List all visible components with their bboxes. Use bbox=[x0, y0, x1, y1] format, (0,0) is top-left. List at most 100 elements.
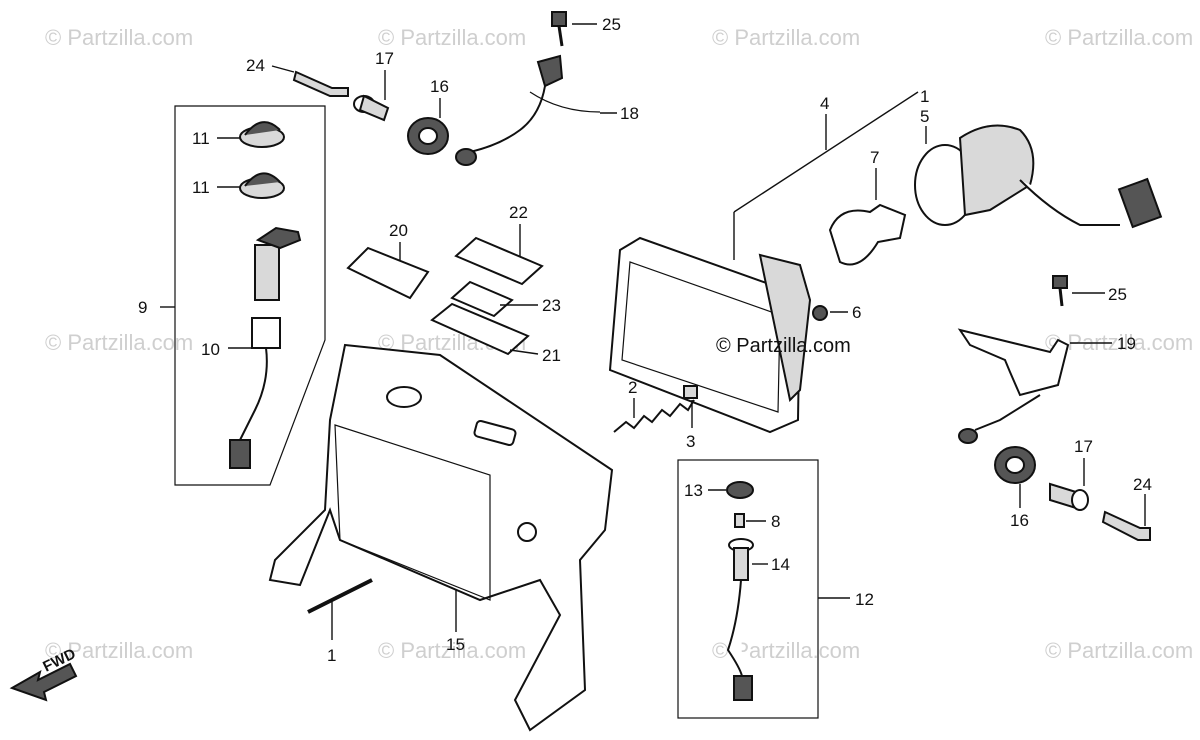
knob-11b-top bbox=[244, 172, 281, 187]
sensor-18-cable bbox=[469, 85, 546, 153]
cowl-opening bbox=[334, 424, 491, 601]
callout-12: 12 bbox=[855, 590, 874, 609]
watermark: © Partzilla.com bbox=[1045, 638, 1193, 663]
leader-line bbox=[509, 349, 539, 355]
callout-15: 15 bbox=[446, 635, 465, 654]
callout-21: 21 bbox=[542, 346, 561, 365]
socket-wire bbox=[1019, 179, 1120, 226]
spring-and-nut: 2 3 bbox=[613, 378, 698, 451]
cowl-body bbox=[268, 343, 614, 732]
socket-connector bbox=[1117, 177, 1163, 229]
watermark: © Partzilla.com bbox=[712, 25, 860, 50]
callout-25a: 25 bbox=[602, 15, 621, 34]
callout-9: 9 bbox=[138, 298, 147, 317]
nut-3 bbox=[683, 385, 698, 399]
bracket-19-arm bbox=[974, 394, 1041, 431]
cowl-hole bbox=[386, 386, 422, 408]
callout-20: 20 bbox=[389, 221, 408, 240]
screw-1-shank bbox=[307, 578, 373, 614]
callout-23: 23 bbox=[542, 296, 561, 315]
headlight-back bbox=[758, 253, 812, 403]
bracket-19-eye bbox=[958, 428, 978, 444]
leader-line bbox=[271, 65, 295, 73]
callout-17b: 17 bbox=[1074, 437, 1093, 456]
callout-22: 22 bbox=[509, 203, 528, 222]
callout-24b: 24 bbox=[1133, 475, 1152, 494]
watermark: © Partzilla.com bbox=[45, 330, 193, 355]
cowl-slot bbox=[473, 419, 517, 447]
adjuster-6 bbox=[812, 305, 828, 321]
screw-25b-shank bbox=[1058, 287, 1064, 307]
callout-18: 18 bbox=[620, 104, 639, 123]
headlight-lens-inner bbox=[621, 261, 781, 413]
socket-5 bbox=[958, 124, 1035, 217]
group-frame-12 bbox=[677, 459, 819, 719]
headlight-case-15: 15 bbox=[268, 343, 614, 732]
callout-17a: 17 bbox=[375, 49, 394, 68]
bolt-24 bbox=[292, 70, 349, 97]
cap-13 bbox=[726, 481, 754, 499]
callout-4: 4 bbox=[820, 94, 829, 113]
leader-line bbox=[733, 91, 919, 213]
forward-direction-indicator: FWD bbox=[9, 645, 79, 702]
screw-25b-head bbox=[1052, 275, 1068, 289]
stickers-group: 20 22 23 21 bbox=[346, 203, 561, 365]
socket-14-connector bbox=[733, 675, 753, 701]
bulb-7 bbox=[828, 203, 907, 266]
center-watermark: © Partzilla.com bbox=[716, 335, 851, 357]
watermark: © Partzilla.com bbox=[1045, 330, 1193, 355]
indicator-lamp-group: 12 13 8 14 bbox=[677, 459, 874, 719]
bulb-and-socket: 7 5 bbox=[828, 107, 1163, 266]
watermark: © Partzilla.com bbox=[378, 638, 526, 663]
watermark: © Partzilla.com bbox=[378, 25, 526, 50]
screw-1-lower: 1 bbox=[307, 578, 373, 665]
right-hardware: 25 19 16 17 24 bbox=[957, 275, 1152, 541]
collar-17b-head bbox=[1071, 489, 1089, 511]
sensor-18-body bbox=[536, 54, 564, 88]
switch-body bbox=[254, 244, 280, 301]
switch-socket bbox=[251, 317, 281, 349]
headlight-unit-4: 6 © Partzilla.com 4 1 bbox=[608, 87, 929, 434]
watermark: © Partzilla.com bbox=[1045, 25, 1193, 50]
callout-1a: 1 bbox=[920, 87, 929, 106]
grommet-16b-hole bbox=[1005, 456, 1025, 474]
callout-8: 8 bbox=[771, 512, 780, 531]
switch-head bbox=[255, 226, 302, 250]
sensor-18-bracket bbox=[529, 91, 601, 113]
callout-7: 7 bbox=[870, 148, 879, 167]
callout-2: 2 bbox=[628, 378, 637, 397]
callout-25b: 25 bbox=[1108, 285, 1127, 304]
watermark: © Partzilla.com bbox=[45, 638, 193, 663]
callout-19: 19 bbox=[1117, 334, 1136, 353]
bolt-24b bbox=[1101, 510, 1151, 541]
switch-assembly-group: 9 11 11 10 bbox=[138, 105, 326, 486]
socket-14-wire bbox=[726, 579, 743, 677]
bracket-19 bbox=[957, 328, 1070, 397]
callout-10: 10 bbox=[201, 340, 220, 359]
screw-25-head bbox=[551, 11, 567, 27]
callout-16a: 16 bbox=[430, 77, 449, 96]
socket-14 bbox=[733, 547, 749, 581]
grommet-16-hole bbox=[418, 127, 438, 145]
callout-11a: 11 bbox=[192, 129, 210, 148]
top-hardware: 24 17 16 25 18 bbox=[246, 11, 639, 166]
callout-16b: 16 bbox=[1010, 511, 1029, 530]
sticker-20 bbox=[346, 246, 430, 300]
spring-2 bbox=[613, 399, 695, 433]
knob-11a-top bbox=[244, 121, 281, 136]
callout-11b: 11 bbox=[192, 178, 210, 197]
callout-6: 6 bbox=[852, 303, 861, 322]
bulb-8 bbox=[734, 513, 745, 528]
callout-1b: 1 bbox=[327, 646, 336, 665]
callout-24a: 24 bbox=[246, 56, 265, 75]
callout-14: 14 bbox=[771, 555, 790, 574]
sticker-22 bbox=[454, 236, 544, 286]
switch-connector bbox=[229, 439, 251, 469]
collar-17 bbox=[358, 94, 390, 122]
group-frame-9 bbox=[174, 105, 326, 486]
callout-5: 5 bbox=[920, 107, 929, 126]
sensor-18-tip bbox=[455, 148, 477, 166]
callout-13: 13 bbox=[684, 481, 703, 500]
